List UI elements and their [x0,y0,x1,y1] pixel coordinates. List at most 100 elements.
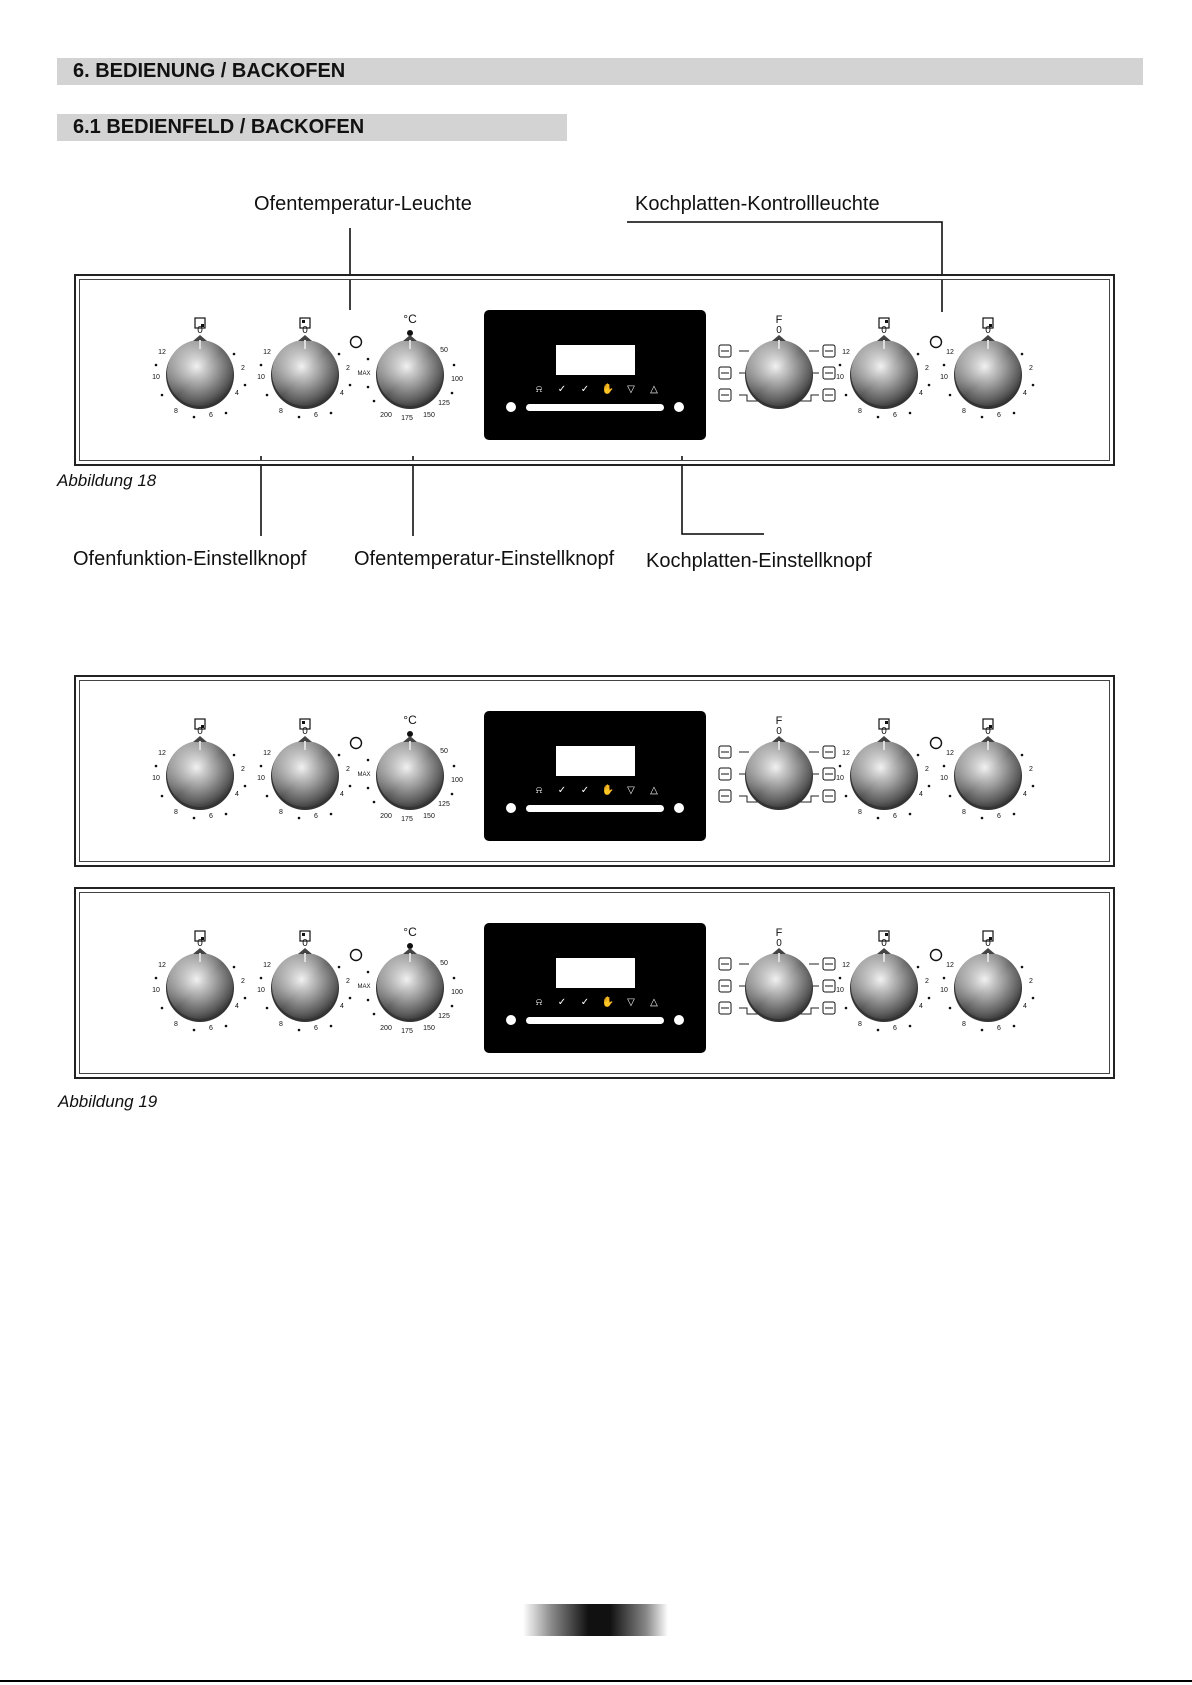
hob-indicator-light-2 [929,736,943,750]
scale-dot [348,383,352,387]
scale-dot [908,411,912,415]
scale-dot [1020,753,1024,757]
oven-display-1[interactable]: ⍾ ✓ ✓ ✋ ▽ △ [484,310,706,440]
oven-temp-knob-2-mark-200: 200 [380,813,392,820]
oven-function-knob-3[interactable] [745,948,813,1022]
hob-knob-rear-right-3[interactable] [850,948,918,1022]
oven-temp-knob-2[interactable] [376,736,444,810]
hob-knob-front-left-3-mark-4: 4 [235,1003,239,1010]
bell-icon[interactable]: ⍾ [536,384,543,395]
up-arrow-icon[interactable]: △ [650,997,658,1008]
hob-knob-front-right-1[interactable] [954,335,1022,409]
hand-icon[interactable]: ✋ [602,783,614,796]
scale-dot [876,1028,880,1032]
oven-function-knob-1[interactable] [745,335,813,409]
down-arrow-icon[interactable]: ▽ [627,384,635,395]
auto-timer-icon[interactable]: ✓ [558,384,566,395]
oven-function-knob-2-leader-right [793,751,819,803]
scale-dot [366,970,370,974]
oven-function-knob-1-label: F [776,314,783,326]
bell-icon[interactable]: ⍾ [536,997,543,1008]
hand-icon[interactable]: ✋ [602,382,614,395]
hob-knob-rear-left-3[interactable] [271,948,339,1022]
hob-knob-front-left-2[interactable] [166,736,234,810]
hob-knob-front-left-1-mark-8: 8 [174,408,178,415]
oven-temp-light-3 [349,948,363,962]
hob-knob-front-right-2[interactable] [954,736,1022,810]
oven-temp-knob-3[interactable] [376,948,444,1022]
hob-knob-front-left-1[interactable] [166,335,234,409]
hob-knob-rear-left-1[interactable] [271,335,339,409]
hob-knob-rear-left-1-zone-icon [299,317,311,329]
oven-temp-knob-1-max: MAX [357,371,370,377]
down-arrow-icon[interactable]: ▽ [627,785,635,796]
function-symbol-icon [718,344,732,358]
hob-knob-rear-right-2[interactable] [850,736,918,810]
touch-dot-left[interactable] [506,803,516,813]
hob-knob-rear-left-2-zero: 0 [302,726,308,737]
hob-knob-front-left-3-mark-2: 2 [241,978,245,985]
hob-knob-rear-left-2[interactable] [271,736,339,810]
oven-function-knob-1-leader-right [793,350,819,402]
touch-dot-left[interactable] [506,1015,516,1025]
bell-icon[interactable]: ⍾ [536,785,543,796]
oven-temp-knob-2-indicator-dot [407,731,413,737]
oven-display-3[interactable]: ⍾ ✓ ✓ ✋ ▽ △ [484,923,706,1053]
oven-function-knob-2[interactable] [745,736,813,810]
up-arrow-icon[interactable]: △ [650,785,658,796]
hob-knob-rear-right-3-zero: 0 [881,938,887,949]
hob-knob-rear-left-1-mark-12: 12 [263,349,271,356]
scale-dot [844,1006,848,1010]
hob-knob-front-right-3[interactable] [954,948,1022,1022]
auto-timer-icon[interactable]: ✓ [558,997,566,1008]
scale-dot [243,784,247,788]
subsection-heading: 6.1 BEDIENFELD / BACKOFEN [57,114,567,141]
hob-knob-front-right-2-mark-2: 2 [1029,766,1033,773]
touch-dot-right[interactable] [674,402,684,412]
oven-function-knob-2-zero: 0 [776,726,782,737]
callout-hob-knob: Kochplatten-Einstellknopf [646,550,872,572]
end-timer-icon[interactable]: ✓ [581,997,589,1008]
hob-knob-rear-right-3-zone-icon [878,930,890,942]
hob-knob-rear-left-3-mark-2: 2 [346,978,350,985]
hob-knob-rear-right-2-zone-icon-fill [885,721,888,724]
up-arrow-icon[interactable]: △ [650,384,658,395]
oven-temp-knob-1[interactable] [376,335,444,409]
hand-icon[interactable]: ✋ [602,995,614,1008]
touch-slider[interactable] [526,1017,664,1024]
hob-knob-front-left-3[interactable] [166,948,234,1022]
hob-knob-rear-right-1[interactable] [850,335,918,409]
touch-slider[interactable] [526,805,664,812]
down-arrow-icon[interactable]: ▽ [627,997,635,1008]
scale-dot [265,393,269,397]
function-symbol-icon [822,957,836,971]
end-timer-icon[interactable]: ✓ [581,785,589,796]
end-timer-icon[interactable]: ✓ [581,384,589,395]
hob-knob-front-left-2-mark-4: 4 [235,791,239,798]
scale-dot [372,800,376,804]
scale-dot [1012,812,1016,816]
hob-knob-front-left-3-zone-icon-fill [201,937,204,940]
hob-knob-rear-right-3-mark-12: 12 [842,962,850,969]
auto-timer-icon[interactable]: ✓ [558,785,566,796]
hob-knob-rear-left-2-mark-12: 12 [263,750,271,757]
touch-dot-right[interactable] [674,803,684,813]
hob-knob-front-right-2-mark-10: 10 [940,775,948,782]
hob-knob-front-right-1-mark-4: 4 [1023,390,1027,397]
hob-knob-rear-left-3-mark-12: 12 [263,962,271,969]
touch-slider[interactable] [526,404,664,411]
scale-dot [838,764,842,768]
function-symbol-icon [718,957,732,971]
page-number-tab [523,1604,668,1636]
hob-knob-rear-right-3-mark-10: 10 [836,987,844,994]
hob-knob-rear-right-2-mark-6: 6 [893,813,897,820]
scale-dot [942,976,946,980]
touch-dot-left[interactable] [506,402,516,412]
touch-dot-right[interactable] [674,1015,684,1025]
hob-knob-front-left-1-zone-icon [194,317,206,329]
oven-display-2[interactable]: ⍾ ✓ ✓ ✋ ▽ △ [484,711,706,841]
oven-temp-knob-3-max: MAX [357,984,370,990]
scale-dot [1012,1024,1016,1028]
footer-line [0,1680,1192,1682]
